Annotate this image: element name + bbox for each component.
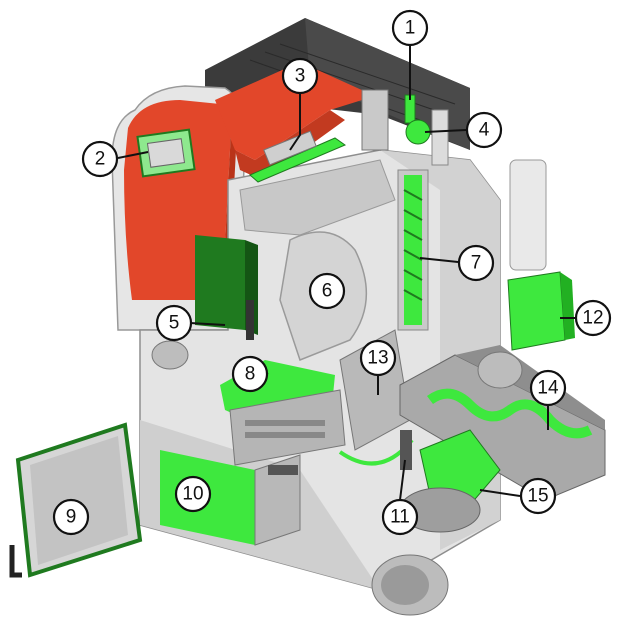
callout-4: 4 [465, 111, 503, 149]
callout-label: 5 [169, 313, 180, 334]
top-fittings [361, 89, 449, 166]
callout-label: 9 [66, 507, 77, 528]
callout-label: 13 [367, 348, 388, 369]
callout-label: 15 [527, 486, 548, 507]
callout-label: 2 [95, 149, 106, 170]
feed-motor [371, 429, 501, 616]
callout-label: 12 [582, 308, 603, 329]
callout-9: 9 [52, 498, 90, 536]
expansion-cylinder [509, 159, 547, 271]
callout-12: 12 [574, 299, 612, 337]
callout-2: 2 [81, 140, 119, 178]
callout-label: 6 [322, 281, 333, 302]
callout-6: 6 [308, 272, 346, 310]
callout-label: 11 [390, 507, 410, 528]
green-module [507, 271, 575, 351]
control-display [136, 128, 196, 178]
top-cover-red [215, 62, 375, 160]
callout-10: 10 [174, 475, 212, 513]
callout-7: 7 [457, 244, 495, 282]
callout-14: 14 [529, 369, 567, 407]
callout-label: 8 [245, 364, 256, 385]
open-front-door [9, 422, 143, 578]
callout-label: 14 [537, 378, 559, 399]
callout-3: 3 [281, 57, 319, 95]
callout-label: 3 [295, 66, 306, 87]
callout-11: 11 [381, 498, 419, 536]
callout-label: 7 [471, 253, 482, 274]
callout-13: 13 [359, 339, 397, 377]
callout-5: 5 [155, 304, 193, 342]
callout-label: 4 [479, 120, 490, 141]
callout-15: 15 [519, 477, 557, 515]
heat-exchanger [397, 169, 429, 331]
callout-8: 8 [231, 355, 269, 393]
callout-label: 10 [182, 484, 203, 505]
green-door-panel [195, 235, 245, 330]
callout-1: 1 [391, 9, 429, 47]
leader-lines [117, 43, 575, 501]
callout-label: 1 [405, 18, 416, 39]
